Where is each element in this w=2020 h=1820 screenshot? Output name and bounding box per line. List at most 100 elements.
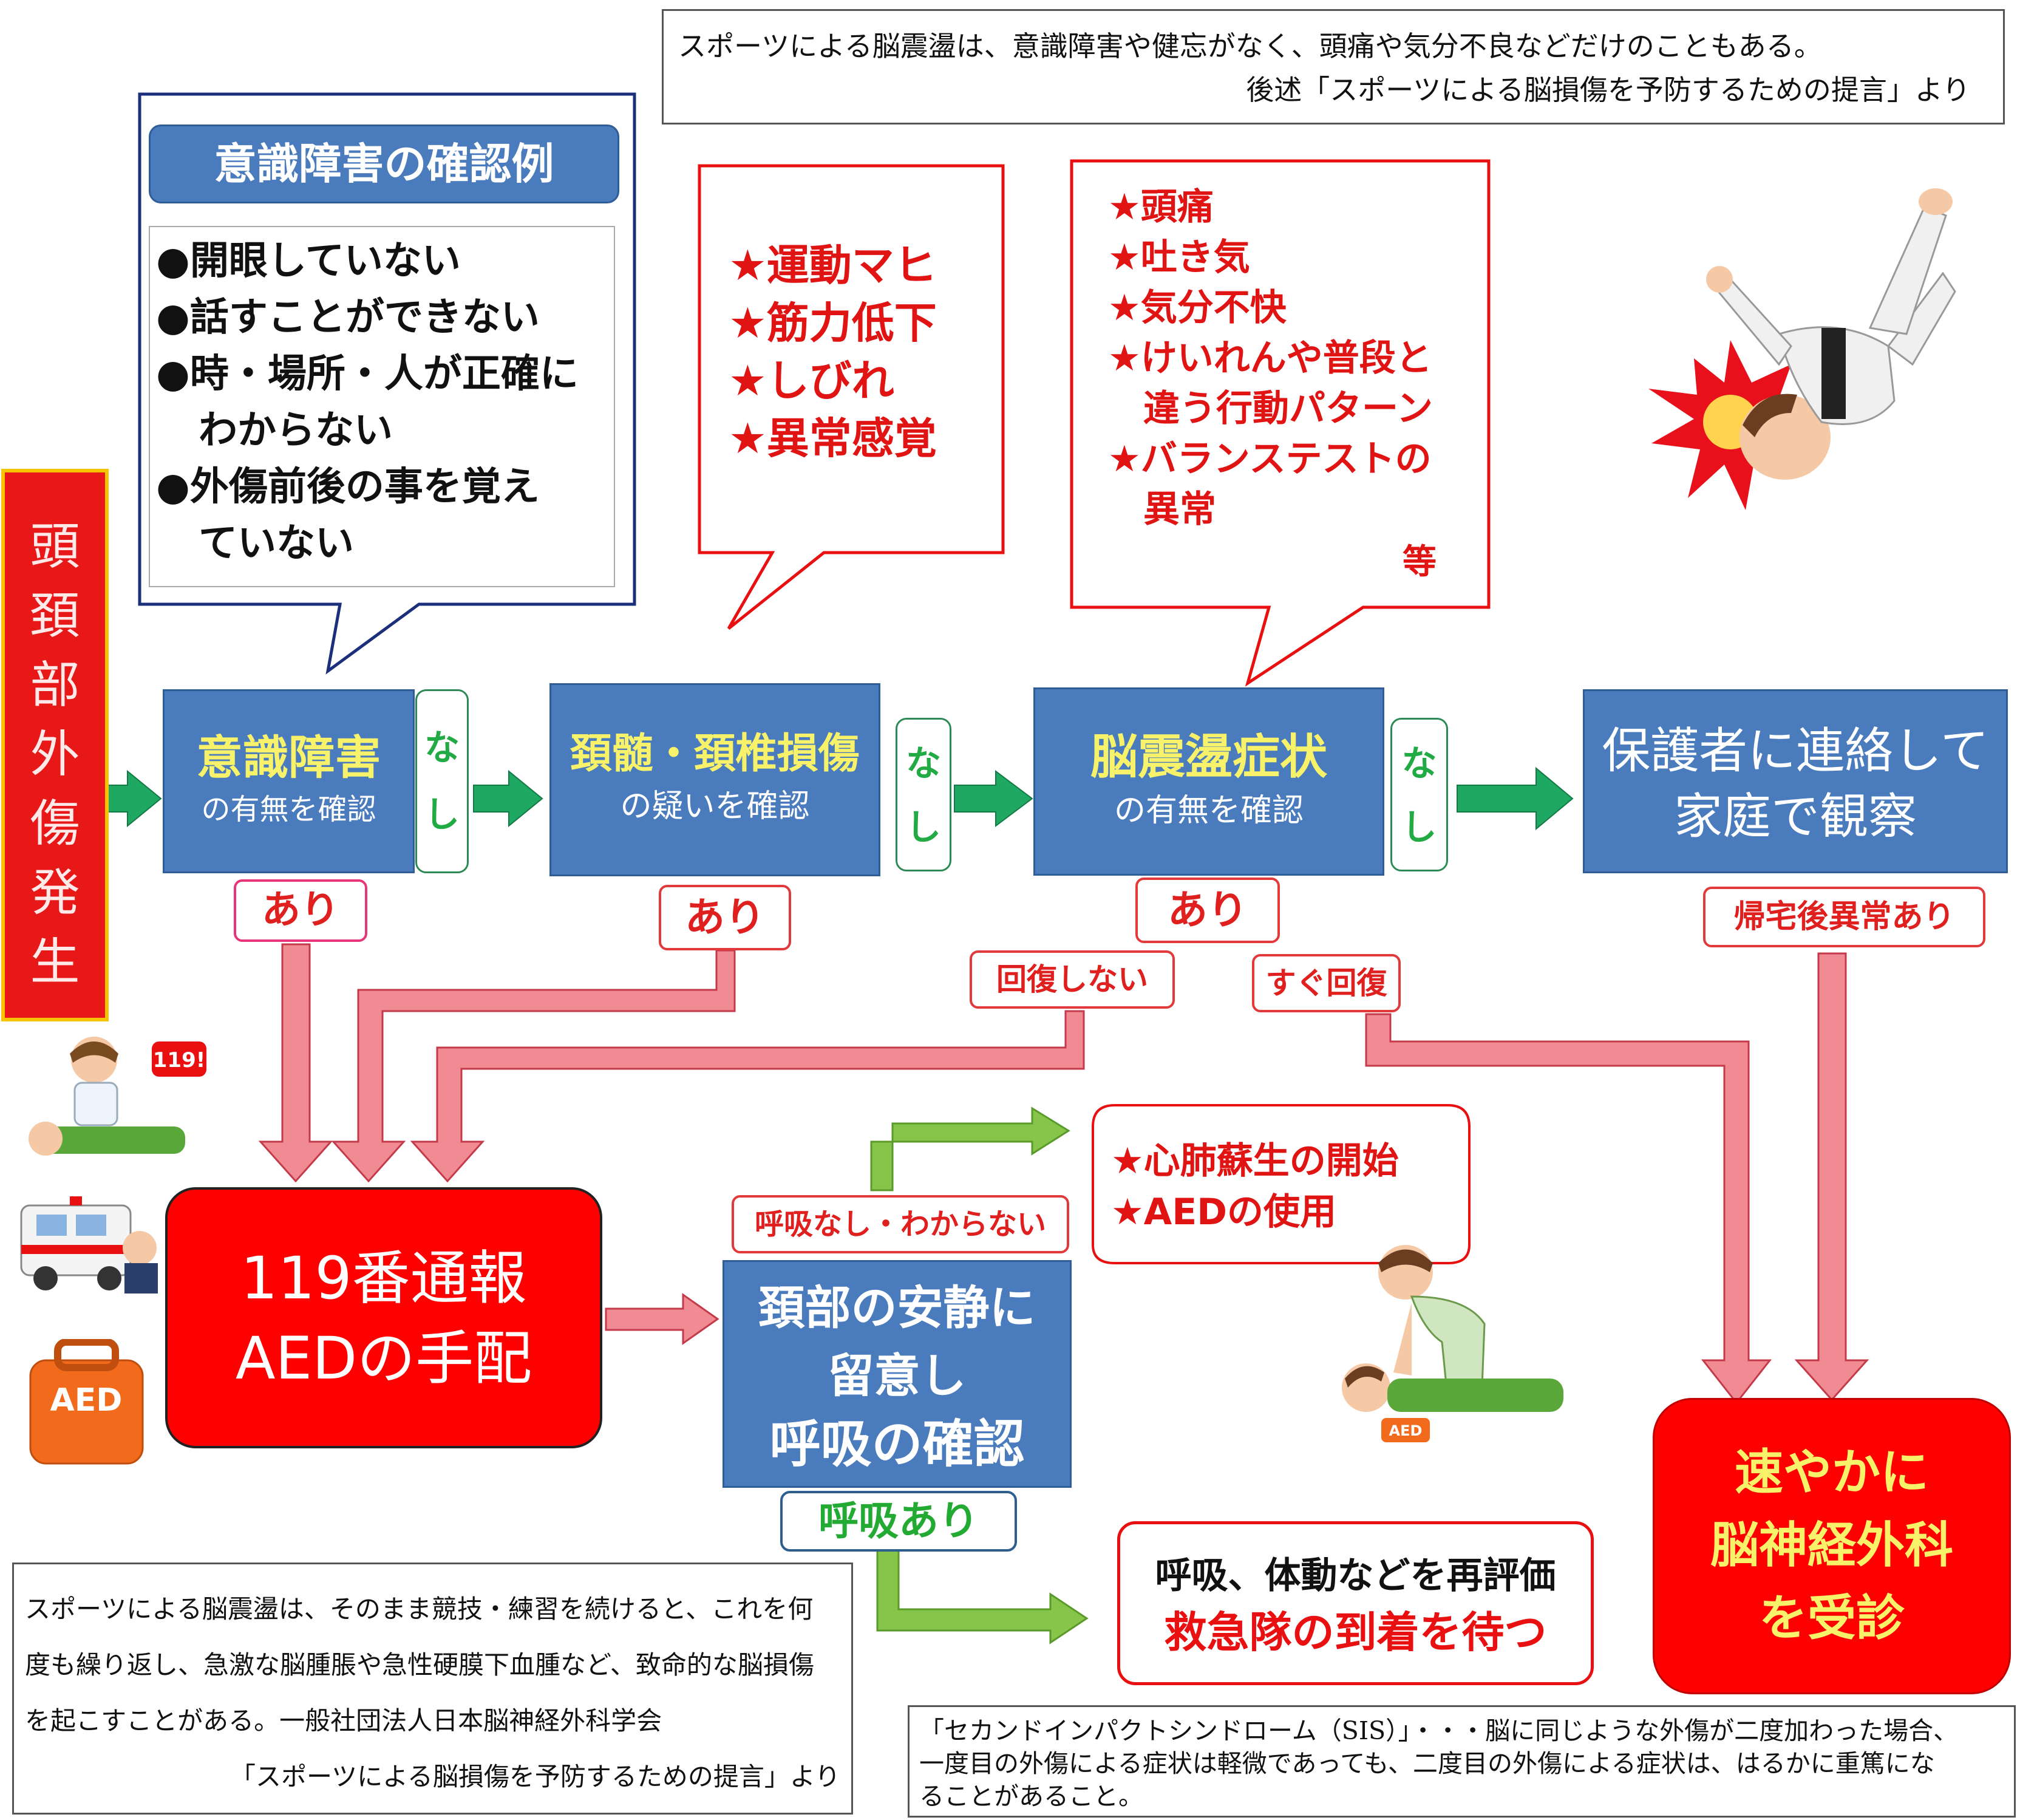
not-recovered-arrow xyxy=(410,1010,1085,1183)
bottom-right-note-line2: 一度目の外傷による症状は軽微であっても、二度目の外傷による症状は、はるかに重篤に… xyxy=(919,1749,1935,1778)
consciousness-example-1: ●開眼していない xyxy=(156,239,461,284)
consciousness-example-4b: ていない xyxy=(199,521,354,566)
spinal-symptom-4: ★異常感覚 xyxy=(729,414,937,463)
consciousness-example-4: ●外傷前後の事を覚え xyxy=(156,465,540,510)
breath-check-box: 頚部の安静に 留意し 呼吸の確認 xyxy=(723,1260,1072,1488)
ari-consciousness-arrow xyxy=(258,943,333,1183)
concussion-symptom-4: ★けいれんや普段と xyxy=(1108,337,1432,380)
breath-check-line2: 留意し xyxy=(828,1349,967,1403)
concussion-symptom-2: ★吐き気 xyxy=(1108,236,1250,279)
concussion-symptom-etc: 等 xyxy=(1403,542,1437,582)
top-note-line1: スポーツによる脳震盪は、意識障害や健忘がなく、頭痛や気分不良などだけのこともある… xyxy=(678,30,1822,63)
concussion-symptom-list: ★頭痛 ★吐き気 ★気分不快 ★けいれんや普段と 違う行動パターン ★バランステ… xyxy=(1108,182,1472,535)
spinal-symptom-2: ★筋力低下 xyxy=(729,298,937,348)
step-spinal-sub: の疑いを確認 xyxy=(620,788,810,825)
step-concussion: 脳震盪症状 の有無を確認 xyxy=(1033,687,1384,876)
neurosurgery-box: 速やかに 脳神経外科 を受診 xyxy=(1653,1398,2011,1694)
reassess-line1: 呼吸、体動などを再評価 xyxy=(1155,1555,1556,1597)
start-box: 頭頚部外傷発生 xyxy=(1,469,109,1021)
spinal-symptom-list: ★運動マヒ ★筋力低下 ★しびれ ★異常感覚 xyxy=(729,237,984,468)
no-breath-to-cpr-arrow xyxy=(870,1106,1070,1191)
cpr-callout-bubble xyxy=(1092,1104,1471,1264)
step-consciousness: 意識障害 の有無を確認 xyxy=(163,689,415,873)
phone-call-illustration: 119! xyxy=(29,1037,206,1156)
bottom-left-note-line3: を起こすことがある。一般社団法人日本脳神経外科学会 xyxy=(25,1706,662,1736)
recovered-tag: すぐ回復 xyxy=(1252,954,1401,1012)
step-spinal-title: 頚髄・頚椎損傷 xyxy=(570,730,860,778)
reassess-box: 呼吸、体動などを再評価 救急隊の到着を待つ xyxy=(1117,1521,1594,1685)
bottom-left-note-line2: 度も繰り返し、急激な脳腫脹や急性硬膜下血腫など、致命的な脳損傷 xyxy=(25,1650,814,1680)
ari-concussion-tag: あり xyxy=(1135,878,1280,943)
cpr-line2: ★AEDの使用 xyxy=(1111,1191,1337,1233)
cpr-line1: ★心肺蘇生の開始 xyxy=(1111,1140,1399,1182)
neurosurgery-line3: を受診 xyxy=(1759,1590,1905,1646)
concussion-symptom-4b: 違う行動パターン xyxy=(1143,387,1433,430)
consciousness-to-spinal-arrow xyxy=(473,769,543,828)
nashi-3: な し xyxy=(1390,718,1448,871)
ari-spinal-tag: あり xyxy=(659,885,791,950)
consciousness-example-2: ●話すことができない xyxy=(156,295,540,340)
step-home-line2: 家庭で観察 xyxy=(1674,788,1917,845)
step-spinal: 頚髄・頚椎損傷 の疑いを確認 xyxy=(549,683,880,876)
spinal-to-concussion-arrow xyxy=(954,770,1033,827)
ambulance-illustration xyxy=(20,1196,158,1293)
neurosurgery-line2: 脳神経外科 xyxy=(1710,1517,1953,1573)
consciousness-example-3b: わからない xyxy=(199,408,393,453)
consciousness-examples-panel: ●開眼していない ●話すことができない ●時・場所・人が正確に わからない ●外… xyxy=(149,226,615,587)
breath-to-reassess-arrow xyxy=(876,1544,1089,1644)
bottom-right-note: 「セカンドインパクトシンドローム（SIS）」・・・脳に同じような外傷が二度加わっ… xyxy=(908,1705,2016,1818)
bottom-left-note-line1: スポーツによる脳震盪は、そのまま競技・練習を続けると、これを何 xyxy=(25,1594,814,1624)
cpr-aed-label: AED xyxy=(1389,1422,1423,1439)
spinal-symptom-1: ★運動マヒ xyxy=(729,240,937,290)
breath-check-line1: 頚部の安静に xyxy=(758,1281,1036,1335)
concussion-symptom-5: ★バランステストの xyxy=(1108,438,1432,480)
start-to-consciousness-arrow xyxy=(101,769,162,828)
cpr-text: ★心肺蘇生の開始 ★AEDの使用 xyxy=(1111,1136,1399,1238)
cpr-illustration: AED xyxy=(1342,1245,1563,1442)
step-consciousness-sub: の有無を確認 xyxy=(201,792,376,826)
bottom-left-note-source: 「スポーツによる脳損傷を予防するための提言」より xyxy=(230,1762,840,1791)
nashi-1: な し xyxy=(415,689,469,873)
falling-athlete-illustration xyxy=(1648,188,1956,510)
top-note: スポーツによる脳震盪は、意識障害や健忘がなく、頭痛や気分不良などだけのこともある… xyxy=(662,9,2005,124)
breath-check-line3: 呼吸の確認 xyxy=(769,1414,1025,1474)
bottom-left-note: スポーツによる脳震盪は、そのまま競技・練習を続けると、これを何 度も繰り返し、急… xyxy=(12,1563,853,1815)
neurosurgery-line1: 速やかに xyxy=(1735,1444,1929,1501)
breathing-tag: 呼吸あり xyxy=(780,1491,1017,1552)
aed-device-illustration: AED xyxy=(29,1339,144,1465)
recovered-arrow xyxy=(1365,1013,1772,1405)
step-concussion-sub: の有無を確認 xyxy=(1114,792,1304,829)
step-consciousness-title: 意識障害 xyxy=(196,731,381,785)
reassess-line2: 救急隊の到着を待つ xyxy=(1164,1607,1547,1657)
concussion-symptom-5b: 異常 xyxy=(1143,488,1216,531)
ari-consciousness-tag: あり xyxy=(234,879,367,942)
nashi-2: な し xyxy=(896,718,951,871)
abnormal-after-home-tag: 帰宅後異常あり xyxy=(1703,887,1985,947)
bottom-right-note-line1: 「セカンドインパクトシンドローム（SIS）」・・・脳に同じような外傷が二度加わっ… xyxy=(919,1716,1959,1745)
consciousness-examples-title: 意識障害の確認例 xyxy=(149,124,619,203)
step-home: 保護者に連絡して 家庭で観察 xyxy=(1583,689,2008,873)
emergency-to-breath-arrow xyxy=(605,1293,719,1345)
aed-device-label: AED xyxy=(50,1382,123,1419)
concussion-to-home-arrow xyxy=(1457,766,1574,831)
concussion-symptom-1: ★頭痛 xyxy=(1108,186,1214,228)
emergency-line1: 119番通報 xyxy=(240,1244,527,1312)
step-home-line1: 保護者に連絡して xyxy=(1602,723,1989,779)
not-recovered-tag: 回復しない xyxy=(970,950,1175,1009)
emergency-box: 119番通報 AEDの手配 xyxy=(165,1187,602,1448)
concussion-symptom-3: ★気分不快 xyxy=(1108,287,1287,329)
consciousness-example-3: ●時・場所・人が正確に xyxy=(156,352,579,397)
top-note-line2: 後述「スポーツによる脳損傷を予防するための提言」より xyxy=(1246,73,1970,106)
spinal-symptom-3: ★しびれ xyxy=(729,356,894,406)
ari-spinal-arrow xyxy=(331,949,736,1183)
step-concussion-title: 脳震盪症状 xyxy=(1090,730,1327,785)
concussion-callout-bubble xyxy=(1070,159,1491,687)
start-label: 頭頚部外傷発生 xyxy=(30,518,80,991)
bottom-right-note-line3: ることがあること。 xyxy=(919,1782,1143,1811)
emergency-line2: AEDの手配 xyxy=(235,1324,532,1392)
abnormal-after-home-arrow xyxy=(1794,952,1869,1402)
no-breathing-tag: 呼吸なし・わからない xyxy=(732,1195,1069,1253)
phone-badge-text: 119! xyxy=(153,1048,205,1072)
spinal-callout-bubble xyxy=(698,164,1005,630)
